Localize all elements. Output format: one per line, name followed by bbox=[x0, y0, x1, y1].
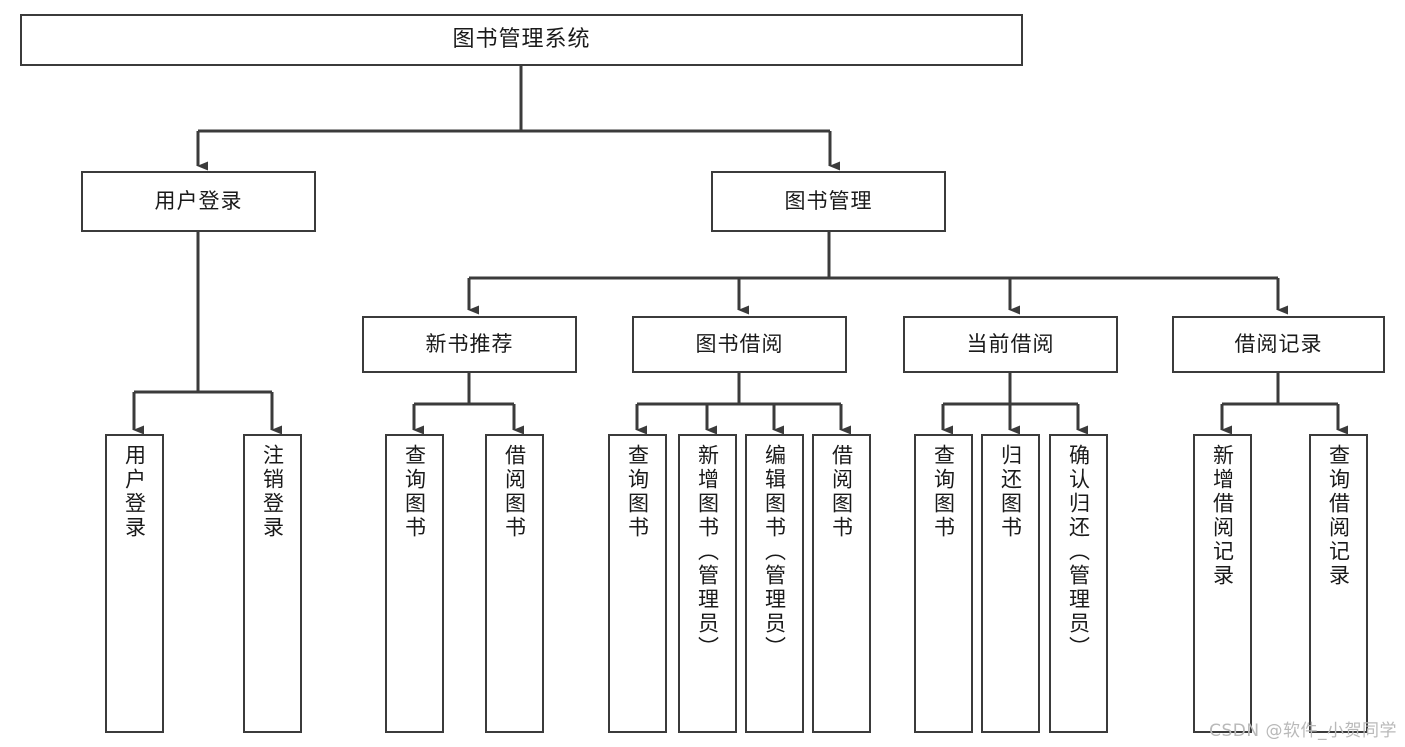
node-label: 查询图书 bbox=[931, 444, 956, 540]
leaf-add-book-admin[interactable]: 新增图书（管理员） bbox=[678, 434, 737, 733]
leaf-logout[interactable]: 注销登录 bbox=[243, 434, 302, 733]
node-label: 借阅图书 bbox=[502, 444, 527, 540]
node-label: 确认归还（管理员） bbox=[1066, 444, 1091, 660]
node-label: 用户登录 bbox=[154, 189, 243, 214]
node-label: 用户登录 bbox=[122, 444, 147, 540]
node-book-management[interactable]: 图书管理 bbox=[711, 171, 946, 232]
node-new-book-recommendation[interactable]: 新书推荐 bbox=[362, 316, 577, 373]
node-label: 借阅记录 bbox=[1234, 332, 1323, 357]
node-label: 图书管理系统 bbox=[452, 27, 591, 53]
node-label: 新增借阅记录 bbox=[1210, 444, 1235, 588]
leaf-user-login[interactable]: 用户登录 bbox=[105, 434, 164, 733]
leaf-query-books-borrow[interactable]: 查询图书 bbox=[608, 434, 667, 733]
node-borrowing-record[interactable]: 借阅记录 bbox=[1172, 316, 1385, 373]
watermark: CSDN @软件_小贺同学 bbox=[1209, 721, 1397, 741]
node-label: 新增图书（管理员） bbox=[695, 444, 720, 660]
leaf-borrow-books[interactable]: 借阅图书 bbox=[812, 434, 871, 733]
leaf-query-borrow-record[interactable]: 查询借阅记录 bbox=[1309, 434, 1368, 733]
leaf-confirm-return-admin[interactable]: 确认归还（管理员） bbox=[1049, 434, 1108, 733]
leaf-return-books[interactable]: 归还图书 bbox=[981, 434, 1040, 733]
node-user-login[interactable]: 用户登录 bbox=[81, 171, 316, 232]
node-label: 借阅图书 bbox=[829, 444, 854, 540]
node-label: 图书借阅 bbox=[695, 332, 784, 357]
node-label: 当前借阅 bbox=[966, 332, 1055, 357]
leaf-borrow-books-recommend[interactable]: 借阅图书 bbox=[485, 434, 544, 733]
node-label: 图书管理 bbox=[784, 189, 873, 214]
node-book-borrowing[interactable]: 图书借阅 bbox=[632, 316, 847, 373]
node-label: 查询图书 bbox=[625, 444, 650, 540]
node-label: 查询图书 bbox=[402, 444, 427, 540]
node-label: 注销登录 bbox=[260, 444, 285, 540]
node-root-book-management-system[interactable]: 图书管理系统 bbox=[20, 14, 1023, 66]
node-label: 归还图书 bbox=[998, 444, 1023, 540]
node-label: 查询借阅记录 bbox=[1326, 444, 1351, 588]
node-label: 新书推荐 bbox=[425, 332, 514, 357]
leaf-query-books-recommend[interactable]: 查询图书 bbox=[385, 434, 444, 733]
leaf-query-books-current[interactable]: 查询图书 bbox=[914, 434, 973, 733]
node-label: 编辑图书（管理员） bbox=[762, 444, 787, 660]
leaf-edit-book-admin[interactable]: 编辑图书（管理员） bbox=[745, 434, 804, 733]
node-current-borrowing[interactable]: 当前借阅 bbox=[903, 316, 1118, 373]
leaf-add-borrow-record[interactable]: 新增借阅记录 bbox=[1193, 434, 1252, 733]
